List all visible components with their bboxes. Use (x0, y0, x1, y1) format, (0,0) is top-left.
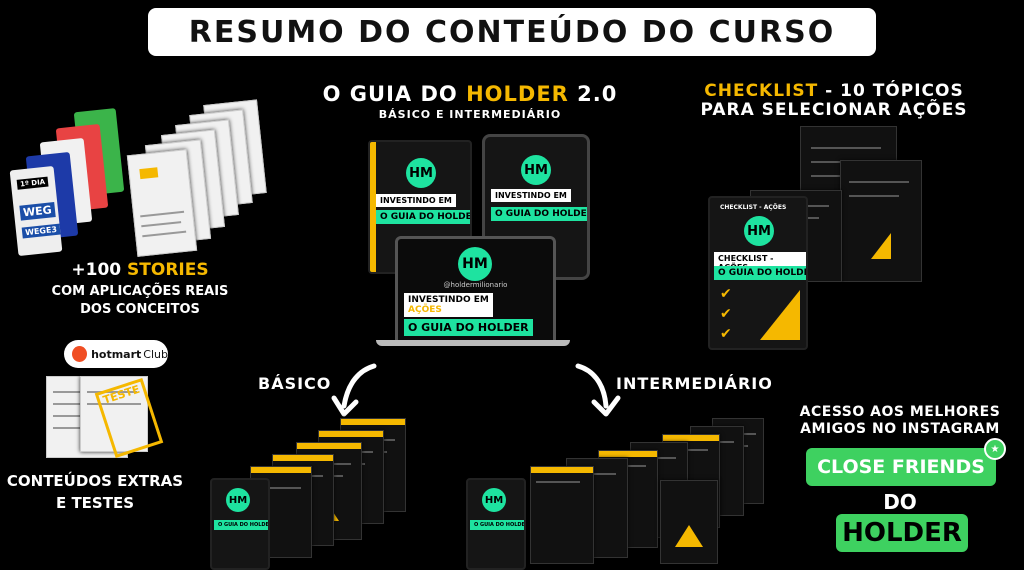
arrow-down-right-icon (575, 363, 621, 417)
hm-logo-icon: HM (226, 488, 250, 512)
page-title-banner: RESUMO DO CONTEÚDO DO CURSO (148, 8, 876, 56)
hotmart-club-badge: hotmart Club (64, 340, 168, 368)
basic-cover: HM O GUIA DO HOLDER (210, 478, 270, 570)
laptop-label-line2: AÇÕES (408, 305, 442, 315)
checklist-title-highlight: CHECKLIST (704, 81, 819, 101)
basic-cover-guide: O GUIA DO HOLDER (214, 520, 269, 530)
check-icon: ✔ (720, 286, 732, 302)
check-icon: ✔ (720, 306, 732, 322)
book-label: INVESTINDO EM (491, 189, 571, 202)
checklist-guide-highlight: HOLDER (775, 268, 806, 278)
hm-logo-icon: HM (521, 155, 551, 185)
page-title: RESUMO DO CONTEÚDO DO CURSO (188, 14, 836, 50)
basic-guide-prefix: O GUIA DO (218, 522, 250, 528)
extras-line2: E TESTES (55, 494, 135, 512)
guide-title-part1: O GUIA DO (322, 82, 467, 106)
triangle-icon (871, 233, 891, 259)
arrow-down-left-icon (331, 363, 377, 417)
book-guide-prefix: O GUIA DO (495, 209, 553, 219)
guide-title-highlight: HOLDER (466, 82, 569, 106)
story-highlight (139, 167, 159, 180)
book-guide: O GUIA DO HOLDER (491, 207, 590, 221)
checklist-cover-guide: O GUIA DO HOLDER (714, 266, 806, 280)
hotmart-name: hotmart (91, 347, 142, 361)
stories-headline: +100 STORIES (20, 260, 260, 280)
laptop-guide-prefix: O GUIA DO (408, 321, 478, 334)
laptop-guide: O GUIA DO HOLDER (404, 319, 533, 336)
guide-subtitle: BÁSICO E INTERMEDIÁRIO (378, 108, 562, 121)
close-friends-connector: DO (883, 490, 917, 514)
checklist-title: CHECKLIST - 10 TÓPICOS PARA SELECIONAR A… (684, 82, 984, 120)
hotmart-club: Club (143, 347, 168, 361)
close-friends-badge: CLOSE FRIENDS (806, 448, 996, 486)
laptop-guide-highlight: HOLDER (477, 321, 529, 334)
intermediate-cover-guide: O GUIA DO HOLDER (470, 520, 525, 530)
intermediate-page-front (660, 480, 718, 564)
basic-guide-highlight: HOLDER (249, 522, 269, 528)
guide-title-part2: 2.0 (568, 82, 618, 106)
checklist-title-rest: - 10 TÓPICOS (818, 81, 964, 101)
close-friends-line2: AMIGOS NO INSTAGRAM (800, 421, 1000, 437)
laptop-base (376, 340, 570, 346)
track-intermediate-label: INTERMEDIÁRIO (616, 374, 773, 393)
book-guide-highlight: HOLDER (437, 212, 472, 222)
holder-badge: HOLDER (836, 514, 968, 552)
stories-line3: DOS CONCEITOS (80, 302, 200, 317)
handle-text: @holdermilionario (443, 281, 508, 289)
hm-logo-icon: HM (482, 488, 506, 512)
checklist-cover: CHECKLIST - AÇÕES HM CHECKLIST - AÇÕES O… (708, 196, 808, 350)
intermediate-guide-prefix: O GUIA DO (474, 522, 506, 528)
weg-logo-icon: WEG (19, 202, 56, 221)
stories-highlight: STORIES (127, 260, 209, 280)
intermediate-cover: HM O GUIA DO HOLDER (466, 478, 526, 570)
stories-prefix: +100 (71, 260, 128, 280)
hotmart-flame-icon (72, 346, 88, 362)
close-friends-badge-label: CLOSE FRIENDS (817, 456, 985, 478)
hm-logo-icon: HM (458, 247, 492, 281)
checklist-cover-label: CHECKLIST - AÇÕES (720, 204, 787, 211)
extras-page-2 (80, 376, 148, 452)
close-friends-line1: ACESSO AOS MELHORES (799, 404, 1001, 420)
track-basic-label: BÁSICO (258, 374, 332, 393)
book-guide: O GUIA DO HOLDER (376, 210, 472, 224)
star-icon: ★ (984, 438, 1006, 460)
extras-text: CONTEÚDOS EXTRAS E TESTES (0, 470, 190, 514)
story-day-tag: 1º DIA (16, 176, 49, 190)
stories-description: COM APLICAÇÕES REAIS DOS CONCEITOS (20, 283, 260, 319)
stories-line2: COM APLICAÇÕES REAIS (51, 284, 229, 299)
triangle-icon (675, 525, 703, 547)
book-guide-prefix: O GUIA DO (380, 212, 438, 222)
checklist-guide-prefix: O GUIA DO (718, 268, 776, 278)
checklist-page-back2 (840, 160, 922, 282)
holder-badge-label: HOLDER (842, 518, 962, 548)
extras-line1: CONTEÚDOS EXTRAS (6, 472, 184, 490)
story-card-weg: 1º DIA WEG WEGE3 (9, 165, 63, 257)
check-icon: ✔ (720, 326, 732, 342)
book-label: INVESTINDO EM (376, 194, 456, 207)
triangle-icon (760, 290, 800, 340)
hm-logo-icon: HM (744, 216, 774, 246)
checklist-title-line2: PARA SELECIONAR AÇÕES (700, 100, 968, 120)
hm-logo-icon: HM (406, 158, 436, 188)
story-page-front (126, 149, 198, 257)
guide-title: O GUIA DO HOLDER 2.0 (300, 82, 640, 106)
weg-ticker: WEGE3 (21, 223, 61, 239)
intermediate-guide-highlight: HOLDER (505, 522, 525, 528)
book-guide-highlight: HOLDER (552, 209, 590, 219)
intermediate-page (530, 466, 594, 564)
laptop-label-line1: INVESTINDO EM (408, 295, 489, 305)
guide-book-left: HM INVESTINDO EM O GUIA DO HOLDER (368, 140, 472, 274)
